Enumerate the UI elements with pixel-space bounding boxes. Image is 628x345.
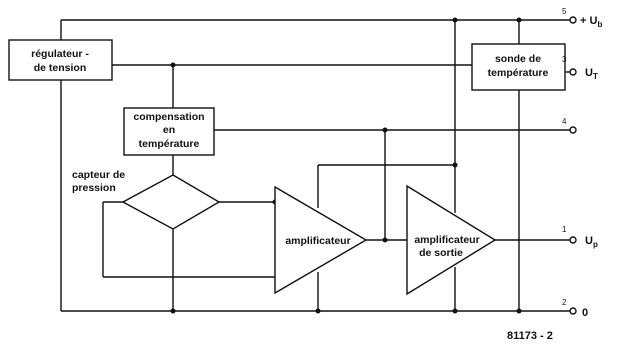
terminal-4: 4 bbox=[562, 117, 577, 134]
probe-label-line1: sonde de bbox=[495, 53, 541, 65]
compensation-label-line2: en bbox=[163, 124, 175, 136]
terminal-1: 1 Up bbox=[562, 225, 598, 249]
wiring bbox=[60, 19, 570, 312]
output-amplifier-label-line1: amplificateur bbox=[414, 234, 479, 246]
compensation-block: compensation en température bbox=[123, 107, 215, 156]
terminal-1-number: 1 bbox=[562, 225, 567, 234]
compensation-label-line3: température bbox=[139, 138, 200, 150]
sensor-label-line2: pression bbox=[72, 182, 116, 194]
terminal-5-number: 5 bbox=[562, 7, 567, 16]
figure-number: 81173 - 2 bbox=[507, 330, 553, 342]
terminal-4-number: 4 bbox=[562, 117, 567, 126]
terminal-5: 5 + Ub bbox=[562, 7, 602, 29]
probe-label-line2: température bbox=[488, 67, 549, 79]
temperature-probe-block: sonde de température bbox=[471, 43, 566, 91]
terminal-5-label: + Ub bbox=[580, 15, 602, 29]
regulator-label-line2: de tension bbox=[34, 62, 87, 74]
sensor-label-line1: capteur de bbox=[72, 169, 125, 181]
output-amplifier: amplificateur de sortie bbox=[406, 184, 497, 296]
terminal-2-label: 0 bbox=[582, 307, 588, 319]
terminal-1-label: Up bbox=[585, 235, 598, 249]
output-amplifier-label-line2: de sortie bbox=[419, 247, 463, 259]
compensation-label-line1: compensation bbox=[133, 111, 204, 123]
junctions bbox=[170, 17, 522, 314]
terminal-3: 3 UT bbox=[562, 55, 598, 81]
terminal-3-label: UT bbox=[585, 67, 598, 81]
terminal-2-number: 2 bbox=[562, 298, 567, 307]
terminal-2: 2 0 bbox=[562, 298, 588, 319]
terminal-3-number: 3 bbox=[562, 55, 567, 64]
amplifier: amplificateur bbox=[274, 185, 368, 295]
regulator-label-line1: régulateur - bbox=[31, 48, 89, 60]
pressure-sensor: capteur de pression bbox=[72, 169, 221, 230]
amplifier-label: amplificateur bbox=[285, 235, 350, 247]
regulator-block: régulateur - de tension bbox=[8, 39, 113, 81]
